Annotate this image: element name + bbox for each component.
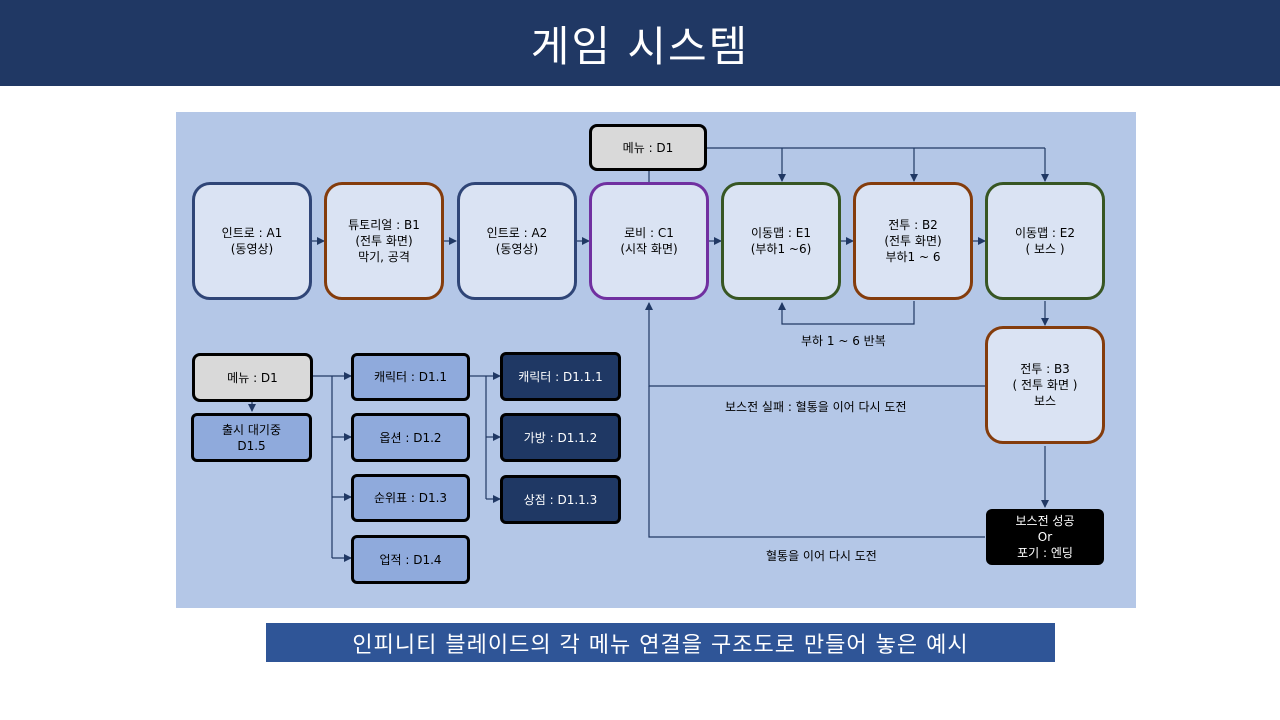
minion-repeat-label: 부하 1 ~ 6 반복 (801, 334, 886, 348)
intro-a2-node: 인트로 : A2 (동영상) (457, 182, 577, 300)
title-bar: 게임 시스템 (0, 0, 1280, 86)
lobby-c1-node: 로비 : C1 (시작 화면) (589, 182, 709, 300)
boss-result-node: 보스전 성공 Or 포기 : 엔딩 (986, 509, 1104, 565)
arrow-minion-repeat (778, 301, 915, 325)
release-pending-d15-node: 출시 대기중 D1.5 (191, 413, 312, 462)
move-map-e1-node: 이동맵 : E1 (부하1 ~6) (721, 182, 841, 300)
caption-text: 인피니티 블레이드의 각 메뉴 연결을 구조도로 만들어 놓은 예시 (352, 632, 969, 658)
line-result-retry (648, 386, 985, 538)
shop-d113-node: 상점 : D1.1.3 (500, 475, 621, 524)
ranking-d13-node: 순위표 : D1.3 (351, 474, 470, 522)
page-title: 게임 시스템 (530, 21, 750, 71)
character-d11-node: 캐릭터 : D1.1 (351, 353, 470, 401)
battle-b2-node: 전투 : B2 (전투 화면) 부하1 ~ 6 (853, 182, 973, 300)
option-d12-node: 옵션 : D1.2 (351, 413, 470, 462)
achievement-d14-node: 업적 : D1.4 (351, 535, 470, 584)
battle-b3-node: 전투 : B3 ( 전투 화면 ) 보스 (985, 326, 1105, 444)
caption-bar: 인피니티 블레이드의 각 메뉴 연결을 구조도로 만들어 놓은 예시 (266, 623, 1055, 662)
menu-d1-node: 메뉴 : D1 (192, 353, 313, 402)
character-d111-node: 캐릭터 : D1.1.1 (500, 352, 621, 401)
intro-a1-node: 인트로 : A1 (동영상) (192, 182, 312, 300)
menu-d1-top-node: 메뉴 : D1 (589, 124, 707, 171)
bag-d112-node: 가방 : D1.1.2 (500, 413, 621, 462)
bloodline-retry-label: 혈통을 이어 다시 도전 (766, 549, 877, 563)
tutorial-b1-node: 튜토리얼 : B1 (전투 화면) 막기, 공격 (324, 182, 444, 300)
boss-fail-label: 보스전 실패 : 혈통을 이어 다시 도전 (725, 400, 907, 414)
move-map-e2-node: 이동맵 : E2 ( 보스 ) (985, 182, 1105, 300)
